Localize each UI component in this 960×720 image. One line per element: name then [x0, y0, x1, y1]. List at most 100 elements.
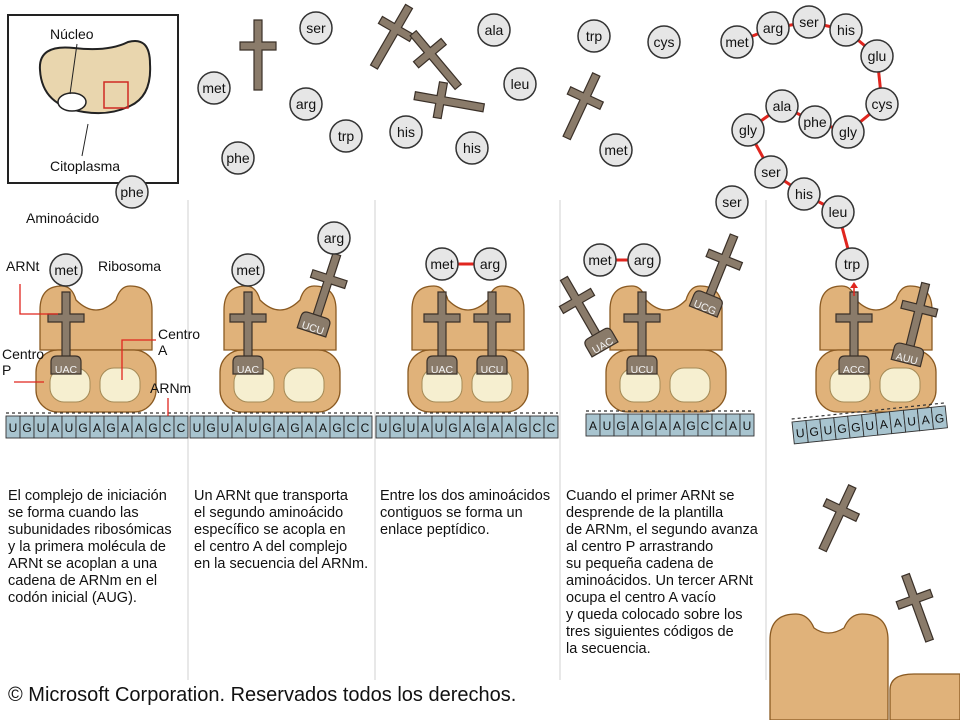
anticodon-loop — [626, 355, 658, 375]
mrna-base — [739, 413, 755, 437]
site-a-slot — [669, 367, 711, 403]
mrna-base-letter: G — [809, 424, 820, 439]
aminoacid-text: arg — [763, 20, 783, 36]
panel4-incoming-aminoacid: ser — [715, 185, 749, 219]
mrna-base-letter: G — [262, 421, 271, 435]
aminoacid-circle — [835, 247, 869, 281]
chain-aminoacid-phe: phe — [798, 105, 832, 139]
aminoacid-circle — [583, 243, 617, 277]
mrna-base-letter: A — [305, 421, 313, 435]
aminoacid-circle — [49, 253, 83, 287]
mrna-base-letter: G — [22, 421, 31, 435]
aminoacid-text: ser — [799, 14, 819, 30]
panel3-aminoacid-1: met — [425, 247, 459, 281]
anticodon-loop — [584, 327, 619, 358]
aminoacid-circle — [792, 5, 826, 39]
mrna-base-letter: U — [379, 421, 388, 435]
aminoacid-circle — [289, 87, 323, 121]
aminoacid-circle — [477, 13, 511, 47]
release-arrowhead — [850, 282, 858, 288]
aminoacid-circle — [720, 25, 754, 59]
nucleus-icon — [57, 92, 87, 112]
chain-aminoacid-cys: cys — [865, 87, 899, 121]
site-p-label: Centro P — [2, 346, 45, 378]
mrna-base-letter: U — [795, 426, 805, 441]
aminoacid-text: ser — [722, 194, 742, 210]
aminoacid-text: met — [588, 252, 611, 268]
free-aminoacid-phe: phe — [221, 141, 255, 175]
anticodon-loop — [476, 355, 508, 375]
chain-aminoacid-arg: arg — [756, 11, 790, 45]
anticodon-loop — [50, 355, 82, 375]
panel4-aminoacid-1: met — [583, 243, 617, 277]
panel2-aminoacid: met — [231, 253, 265, 287]
ribosome-label: Ribosoma — [98, 258, 162, 274]
mrna-base-letter: G — [106, 421, 115, 435]
mrna-base-letter: A — [93, 421, 101, 435]
trna-molecule — [818, 484, 861, 553]
trna-body — [818, 484, 861, 553]
aminoacid-circle — [329, 119, 363, 153]
anticodon-loop — [296, 311, 331, 338]
trna-molecule — [413, 81, 486, 120]
aminoacid-circle — [299, 11, 333, 45]
chain-aminoacid-his: his — [787, 177, 821, 211]
mrna-base-letter: U — [435, 421, 444, 435]
site-a-pointer — [121, 339, 156, 380]
mrna-base-letter: A — [235, 421, 243, 435]
chain-aminoacid-ser: ser — [754, 155, 788, 189]
anticodon-text: AUU — [895, 351, 919, 368]
site-a-label: Centro A — [158, 326, 201, 358]
cytoplasm-label: Citoplasma — [50, 158, 121, 174]
free-aminoacid-arg: arg — [289, 87, 323, 121]
aminoacid-text: arg — [324, 230, 344, 246]
site-a-slot — [99, 367, 141, 403]
trna-molecule — [239, 19, 277, 91]
trna-pointer — [19, 284, 58, 315]
aminoacid-circle — [798, 105, 832, 139]
mrna-base-letter: A — [421, 421, 429, 435]
panel1-aminoacid: met — [49, 253, 83, 287]
aminoacid-text: arg — [296, 96, 316, 112]
trna-molecule: AUU — [890, 281, 939, 368]
mrna-base-letter: C — [163, 421, 172, 435]
anticodon-text: UAC — [237, 364, 260, 376]
mrna-base-letter: U — [37, 421, 46, 435]
ribosome-step-3 — [407, 285, 529, 413]
mrna-base-letter: U — [193, 421, 202, 435]
trna-body — [562, 72, 605, 141]
trna-molecule: UAC — [47, 291, 85, 376]
trna-body — [369, 3, 415, 70]
aminoacid-text: his — [463, 140, 481, 156]
aminoacid-text: leu — [511, 76, 530, 92]
chain-aminoacid-gly: gly — [831, 115, 865, 149]
mrna-base-letter: A — [51, 421, 59, 435]
mrna-base-letter: G — [934, 411, 945, 426]
aminoacid-text: trp — [586, 28, 603, 44]
mrna-base-letter: G — [290, 421, 299, 435]
mrna-base — [173, 415, 189, 439]
aminoacid-circle — [627, 243, 661, 277]
mrna-base-letter: U — [407, 421, 416, 435]
aminoacid-label: Aminoácido — [26, 210, 100, 226]
aminoacid-text: phe — [803, 114, 827, 130]
aminoacid-circle — [221, 141, 255, 175]
trna-body — [895, 572, 935, 643]
trna-label: ARNt — [6, 258, 40, 274]
caption-step-4: Cuando el primer ARNt se desprende de la… — [566, 488, 758, 657]
aminoacid-circle — [754, 155, 788, 189]
aminoacid-text: arg — [634, 252, 654, 268]
aminoacid-circle — [389, 115, 423, 149]
anticodon-loop — [838, 355, 870, 375]
aminoacid-circle — [787, 177, 821, 211]
aminoacid-text: his — [837, 22, 855, 38]
panel3-aminoacid-2: arg — [473, 247, 507, 281]
mrna-base-letter: A — [729, 419, 737, 433]
site-a-slot — [283, 367, 325, 403]
mrna-base-letter: U — [603, 419, 612, 433]
trna-molecule: UAC — [423, 291, 461, 376]
aminoacid-circle — [577, 19, 611, 53]
aminoacid-circle — [865, 87, 899, 121]
